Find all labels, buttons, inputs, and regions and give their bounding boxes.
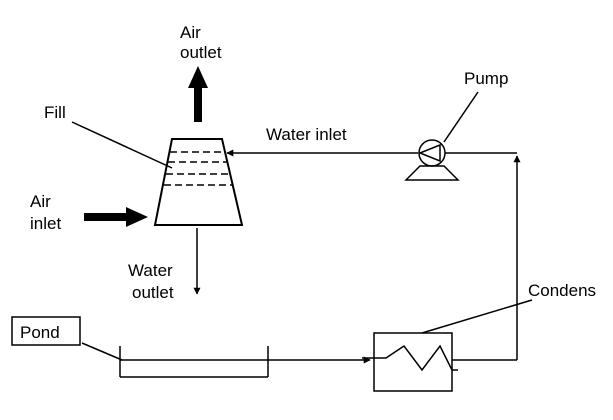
- condenser-leader-line: [421, 299, 533, 334]
- pond-label: Pond: [20, 323, 60, 342]
- air-outlet-label-line1: Air: [180, 23, 201, 42]
- pump-leader-line: [443, 91, 479, 143]
- cooling-tower: [153, 138, 244, 226]
- pump-label: Pump: [464, 69, 508, 88]
- air-inlet-label-line2: inlet: [30, 214, 61, 233]
- pump: [404, 139, 460, 181]
- water-inlet-label: Water inlet: [266, 125, 347, 144]
- air-inlet-label-line1: Air: [30, 192, 51, 211]
- pond-basin: [119, 346, 269, 378]
- air-outlet-label-line2: outlet: [180, 43, 222, 62]
- fill-layers: [164, 151, 232, 186]
- pond-label-box: [11, 316, 81, 346]
- air-inlet-arrow: [84, 207, 148, 227]
- fill-label: Fill: [44, 103, 66, 122]
- fill-leader-line: [71, 121, 173, 169]
- condenser: [362, 332, 458, 392]
- condenser-label: Condens: [528, 281, 596, 300]
- pond-leader-line: [81, 342, 123, 361]
- air-outlet-arrow: [188, 66, 208, 122]
- water-outlet-label-line1: Water: [128, 261, 173, 280]
- water-outlet-label-line2: outlet: [132, 283, 174, 302]
